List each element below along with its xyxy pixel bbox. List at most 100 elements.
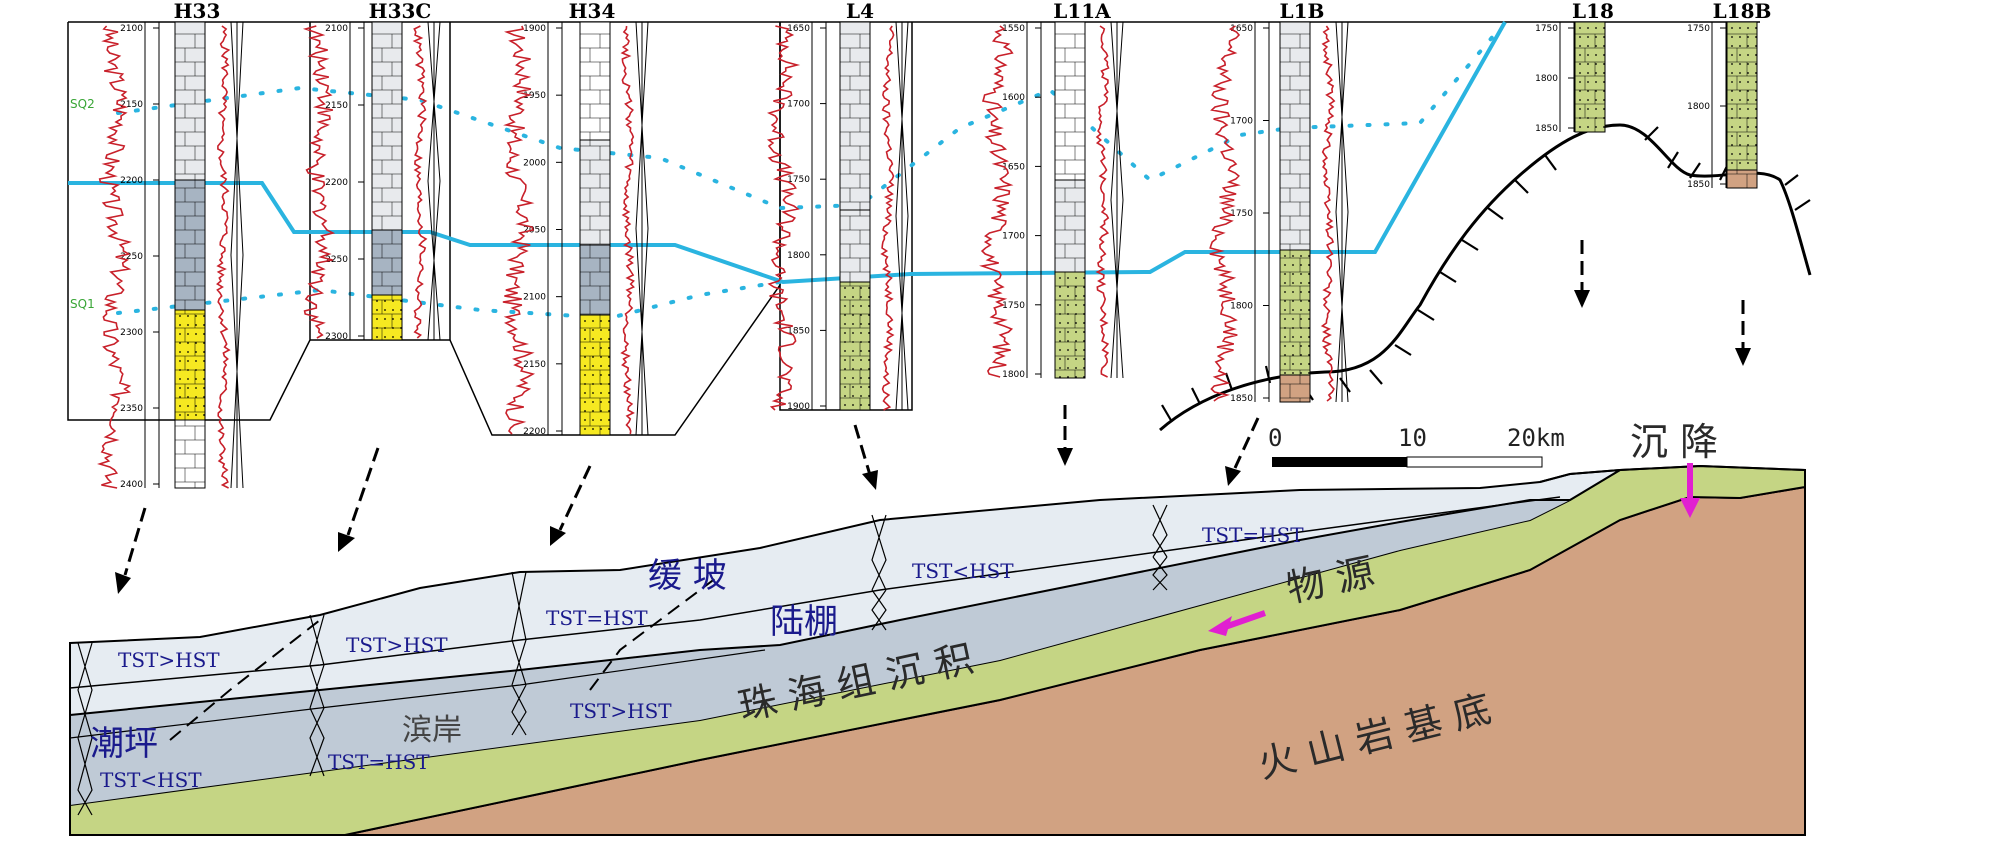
sand-dot: [1292, 327, 1294, 329]
sand-dot: [1083, 304, 1085, 306]
sand-dot: [592, 365, 594, 367]
sand-dot: [1308, 345, 1310, 347]
sand-dot: [1067, 376, 1069, 378]
sand-dot: [1308, 255, 1310, 257]
sand-dot: [187, 378, 189, 380]
frame-h34: [449, 22, 781, 436]
internal-boundary-2: [69, 649, 766, 739]
sand-dot: [852, 404, 854, 406]
sand-dot: [1595, 63, 1597, 65]
sand-dot: [1747, 126, 1749, 128]
sand-dot: [1595, 90, 1597, 92]
lithology-zone: [839, 281, 871, 411]
sand-dot: [868, 341, 870, 343]
sand-dot: [1059, 340, 1061, 342]
sand-dot: [1284, 372, 1286, 374]
sand-dot: [1083, 358, 1085, 360]
sand-dot: [179, 414, 181, 416]
sand-dot: [1292, 255, 1294, 257]
resistivity-log-curve: [1095, 25, 1110, 378]
sand-dot: [392, 318, 394, 320]
right-track-hourglass: [427, 21, 441, 341]
lithology-zone: [174, 179, 206, 311]
sand-dot: [1308, 264, 1310, 266]
sand-dot: [1579, 90, 1581, 92]
sand-dot: [852, 287, 854, 289]
sand-dot: [1284, 327, 1286, 329]
depth-label: 1700: [787, 100, 810, 110]
sand-dot: [1595, 27, 1597, 29]
right-track-hourglass: [230, 21, 244, 489]
sand-dot: [1300, 372, 1302, 374]
sand-dot: [608, 410, 610, 412]
depth-label: 1850: [787, 326, 810, 336]
well-marker-h33: [77, 642, 93, 816]
sand-dot: [179, 324, 181, 326]
sand-dot: [1284, 282, 1286, 284]
sand-dot: [187, 360, 189, 362]
sand-dot: [1731, 135, 1733, 137]
sand-dot: [195, 315, 197, 317]
sand-dot: [1731, 144, 1733, 146]
sand-dot: [1308, 291, 1310, 293]
label-gentle-slope: 缓 坡: [648, 556, 727, 596]
sand-dot: [1731, 36, 1733, 38]
depth-label: 1950: [523, 91, 546, 101]
lithology-zone: [1279, 374, 1311, 403]
sand-dot: [179, 351, 181, 353]
sand-dot: [860, 395, 862, 397]
sand-dot: [1755, 153, 1757, 155]
well-name-label: H33: [174, 0, 221, 23]
sand-dot: [1747, 153, 1749, 155]
sand-dot: [1075, 295, 1077, 297]
sand-dot: [1755, 72, 1757, 74]
sand-dot: [203, 378, 205, 380]
sand-dot: [584, 410, 586, 412]
sand-dot: [844, 368, 846, 370]
sand-dot: [1075, 331, 1077, 333]
lithology-zone: [174, 309, 206, 421]
sand-dot: [1603, 81, 1605, 83]
sand-dot: [1747, 54, 1749, 56]
lithology-zone: [579, 244, 611, 316]
sand-dot: [187, 369, 189, 371]
sand-dot: [1300, 363, 1302, 365]
lithology-zone: [839, 209, 871, 283]
sand-dot: [860, 359, 862, 361]
sand-dot: [592, 410, 594, 412]
depth-label: 2350: [120, 404, 143, 414]
sand-dot: [1292, 273, 1294, 275]
depth-label: 2300: [325, 332, 348, 342]
sand-dot: [1739, 36, 1741, 38]
sand-dot: [600, 338, 602, 340]
sand-dot: [868, 305, 870, 307]
lithology-zone: [371, 229, 403, 296]
sand-dot: [400, 318, 402, 320]
sand-dot: [1755, 45, 1757, 47]
sand-dot: [1284, 273, 1286, 275]
sand-dot: [1739, 90, 1741, 92]
sand-dot: [1739, 63, 1741, 65]
sand-dot: [1739, 108, 1741, 110]
sand-dot: [1067, 322, 1069, 324]
sand-dot: [1595, 45, 1597, 47]
sand-dot: [852, 359, 854, 361]
sand-dot: [1755, 126, 1757, 128]
sand-dot: [592, 374, 594, 376]
sand-dot: [376, 309, 378, 311]
sand-dot: [584, 419, 586, 421]
depth-label: 1850: [1687, 180, 1710, 190]
sand-dot: [852, 350, 854, 352]
resistivity-log-curve: [880, 25, 895, 411]
sand-dot: [1747, 135, 1749, 137]
sand-dot: [860, 368, 862, 370]
sand-dot: [1059, 277, 1061, 279]
sand-dot: [860, 341, 862, 343]
depth-label: 2200: [325, 178, 348, 188]
sand-dot: [1755, 99, 1757, 101]
sand-dot: [592, 338, 594, 340]
label-shore: 滨岸: [402, 713, 462, 748]
sand-dot: [203, 342, 205, 344]
sand-dot: [584, 365, 586, 367]
down-arrow-heads: [115, 290, 1751, 594]
